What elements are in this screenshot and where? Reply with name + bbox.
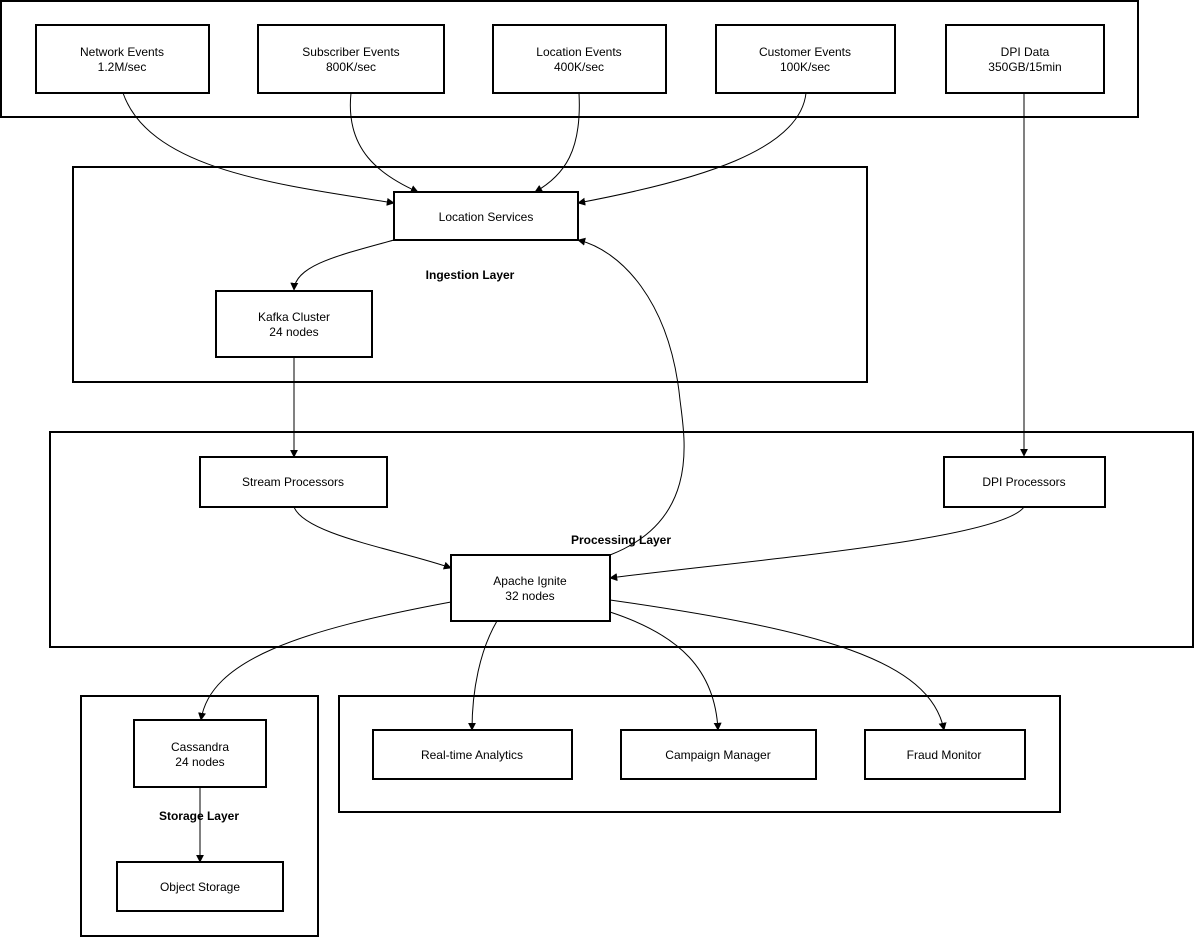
node-customer-events: Customer Events 100K/sec — [715, 24, 896, 94]
customer-events-rate: 100K/sec — [780, 60, 830, 74]
location-events-label: Location Events — [536, 45, 621, 59]
edge-apache-ignite-to-campaign-manager — [609, 611, 722, 731]
apache-ignite-label: Apache Ignite — [493, 574, 567, 588]
subscriber-events-rate: 800K/sec — [326, 60, 376, 74]
network-events-label: Network Events — [80, 45, 164, 59]
realtime-analytics-label: Real-time Analytics — [421, 748, 523, 762]
node-location-events: Location Events 400K/sec — [492, 24, 667, 94]
edge-customer-events-to-location-services — [577, 92, 807, 206]
cassandra-count: 24 nodes — [175, 755, 224, 769]
node-subscriber-events: Subscriber Events 800K/sec — [257, 24, 445, 94]
edge-dpi-processors-to-apache-ignite — [609, 506, 1025, 582]
cassandra-label: Cassandra — [171, 740, 229, 754]
edge-network-events-to-location-services — [122, 92, 395, 206]
location-events-rate: 400K/sec — [554, 60, 604, 74]
node-campaign-manager: Campaign Manager — [620, 729, 817, 780]
node-stream-processors: Stream Processors — [199, 456, 388, 508]
node-object-storage: Object Storage — [116, 861, 284, 912]
dpi-data-rate: 350GB/15min — [988, 60, 1061, 74]
edge-location-events-to-location-services — [534, 92, 580, 193]
node-location-services: Location Services — [393, 191, 579, 241]
edge-subscriber-events-to-location-services — [349, 92, 419, 193]
edge-location-services-to-kafka-cluster — [290, 239, 395, 291]
customer-events-label: Customer Events — [759, 45, 851, 59]
edge-apache-ignite-to-location-services — [577, 237, 685, 556]
node-fraud-monitor: Fraud Monitor — [864, 729, 1026, 780]
storage-layer-label: Storage Layer — [159, 809, 239, 823]
processing-layer-label: Processing Layer — [571, 533, 671, 547]
edge-stream-processors-to-apache-ignite — [293, 506, 452, 570]
stream-processors-label: Stream Processors — [242, 475, 344, 489]
kafka-cluster-label: Kafka Cluster — [258, 310, 330, 324]
node-kafka-cluster: Kafka Cluster 24 nodes — [215, 290, 373, 358]
ingestion-layer-label: Ingestion Layer — [426, 268, 515, 282]
edge-apache-ignite-to-fraud-monitor — [609, 599, 947, 731]
object-storage-label: Object Storage — [160, 880, 240, 894]
fraud-monitor-label: Fraud Monitor — [907, 748, 982, 762]
edge-apache-ignite-to-realtime-analytics — [468, 620, 498, 731]
network-events-rate: 1.2M/sec — [98, 60, 147, 74]
kafka-cluster-count: 24 nodes — [269, 325, 318, 339]
apache-ignite-count: 32 nodes — [505, 589, 554, 603]
node-apache-ignite: Apache Ignite 32 nodes — [450, 554, 611, 622]
node-dpi-data: DPI Data 350GB/15min — [945, 24, 1105, 94]
location-services-label: Location Services — [439, 210, 534, 224]
campaign-manager-label: Campaign Manager — [665, 748, 770, 762]
edge-apache-ignite-to-cassandra — [198, 601, 452, 721]
dpi-processors-label: DPI Processors — [982, 475, 1065, 489]
node-realtime-analytics: Real-time Analytics — [372, 729, 573, 780]
node-network-events: Network Events 1.2M/sec — [35, 24, 210, 94]
node-dpi-processors: DPI Processors — [943, 456, 1106, 508]
edges — [122, 92, 1028, 863]
node-cassandra: Cassandra 24 nodes — [133, 719, 267, 788]
subscriber-events-label: Subscriber Events — [302, 45, 399, 59]
dpi-data-label: DPI Data — [1001, 45, 1050, 59]
